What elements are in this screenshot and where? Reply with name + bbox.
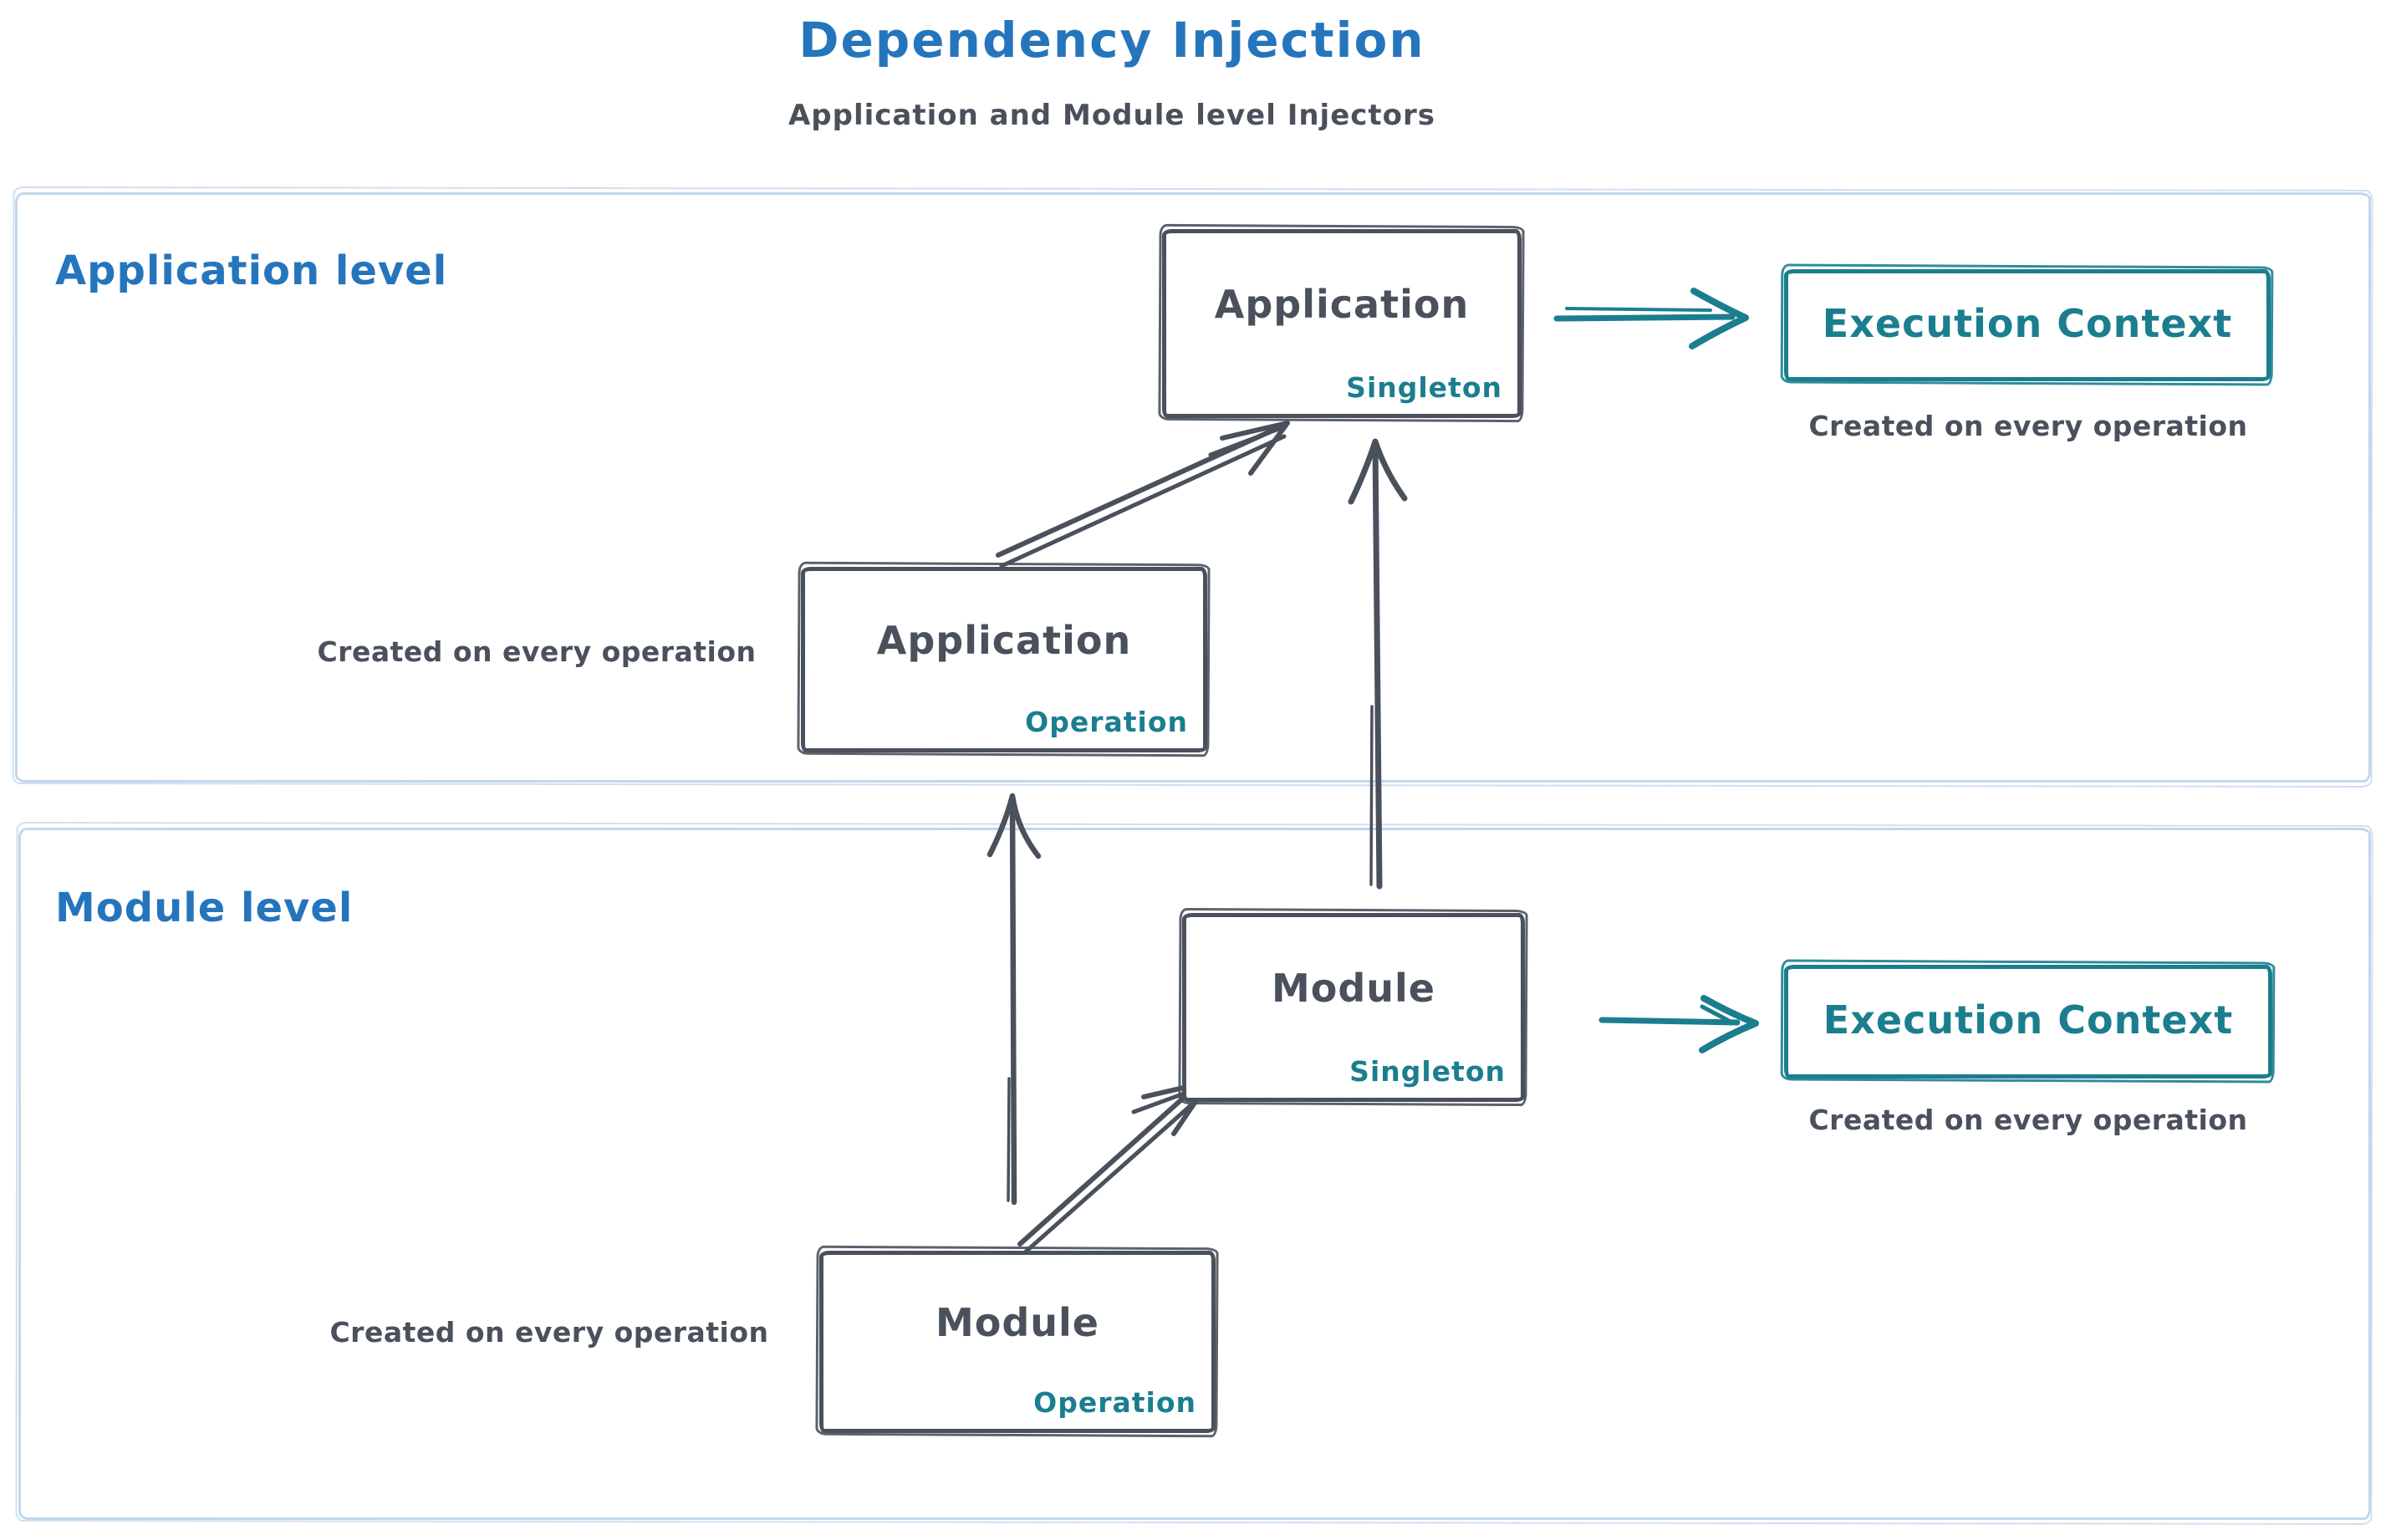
application-singleton-title: Application: [1214, 282, 1470, 327]
module-singleton-box: Module Singleton: [1182, 913, 1525, 1102]
application-execution-context-label: Execution Context: [1822, 300, 2233, 346]
application-operation-box: Application Operation: [801, 567, 1207, 752]
page-title: Dependency Injection: [798, 12, 1425, 69]
note-module-operation: Created on every operation: [329, 1316, 769, 1349]
application-singleton-scope: Singleton: [1346, 371, 1502, 404]
page-subtitle: Application and Module level Injectors: [788, 99, 1436, 132]
application-operation-title: Application: [876, 618, 1132, 663]
module-operation-box: Module Operation: [819, 1251, 1216, 1433]
module-singleton-scope: Singleton: [1349, 1055, 1506, 1088]
application-level-label: Application level: [55, 247, 448, 294]
application-execution-context-box: Execution Context: [1784, 269, 2271, 381]
module-operation-title: Module: [935, 1300, 1100, 1345]
note-application-operation: Created on every operation: [317, 635, 757, 668]
note-application-execution-context: Created on every operation: [1808, 410, 2248, 442]
module-execution-context-box: Execution Context: [1784, 965, 2272, 1079]
application-operation-scope: Operation: [1025, 706, 1188, 738]
application-singleton-box: Application Singleton: [1162, 229, 1522, 418]
module-execution-context-label: Execution Context: [1823, 997, 2234, 1043]
module-level-label: Module level: [55, 885, 354, 931]
note-module-execution-context: Created on every operation: [1808, 1104, 2248, 1136]
module-operation-scope: Operation: [1033, 1386, 1196, 1419]
module-level-container: [18, 828, 2371, 1520]
module-singleton-title: Module: [1271, 966, 1436, 1011]
application-level-container: [15, 192, 2371, 783]
